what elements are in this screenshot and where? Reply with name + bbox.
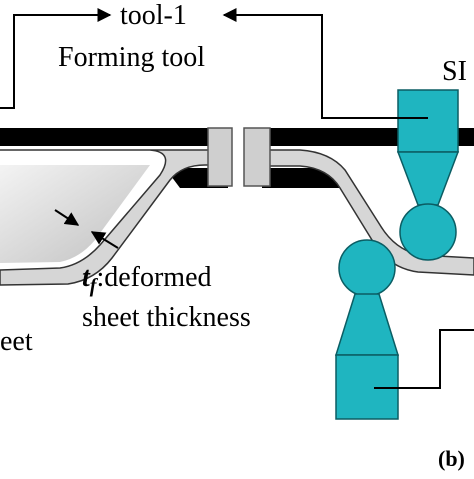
- thickness-arrow-inner: [90, 231, 119, 249]
- lower-tool-cone: [334, 293, 400, 356]
- upper-tool-ball: [399, 203, 457, 261]
- upper-tool-shaft: [397, 89, 459, 153]
- label-thickness: tf:deformed: [82, 262, 212, 297]
- label-left-cut: eet: [0, 326, 33, 357]
- thickness-subscript: f: [90, 275, 99, 297]
- center-bracket-right: [243, 127, 271, 187]
- formed-sheet-right: [261, 149, 474, 276]
- label-right-cut: SI: [442, 56, 467, 87]
- panel-tag: (b): [438, 446, 465, 471]
- center-bracket-left: [207, 127, 233, 187]
- thickness-desc: :deformed: [96, 262, 211, 293]
- leader-left: [0, 8, 112, 109]
- leader-right: [222, 8, 428, 119]
- thickness-arrow-outer: [54, 209, 80, 226]
- upper-tool-cone: [396, 151, 460, 206]
- formed-sheet: [0, 149, 229, 286]
- lower-tool-ball: [338, 239, 396, 297]
- label-thickness-2: sheet thickness: [82, 302, 251, 333]
- label-tool-top: tool-1: [120, 0, 187, 31]
- leader-lower-tool: [374, 329, 474, 389]
- label-forming-tool: Forming tool: [58, 42, 205, 73]
- thickness-symbol: t: [82, 262, 91, 293]
- top-clamp-band-left: [0, 128, 225, 146]
